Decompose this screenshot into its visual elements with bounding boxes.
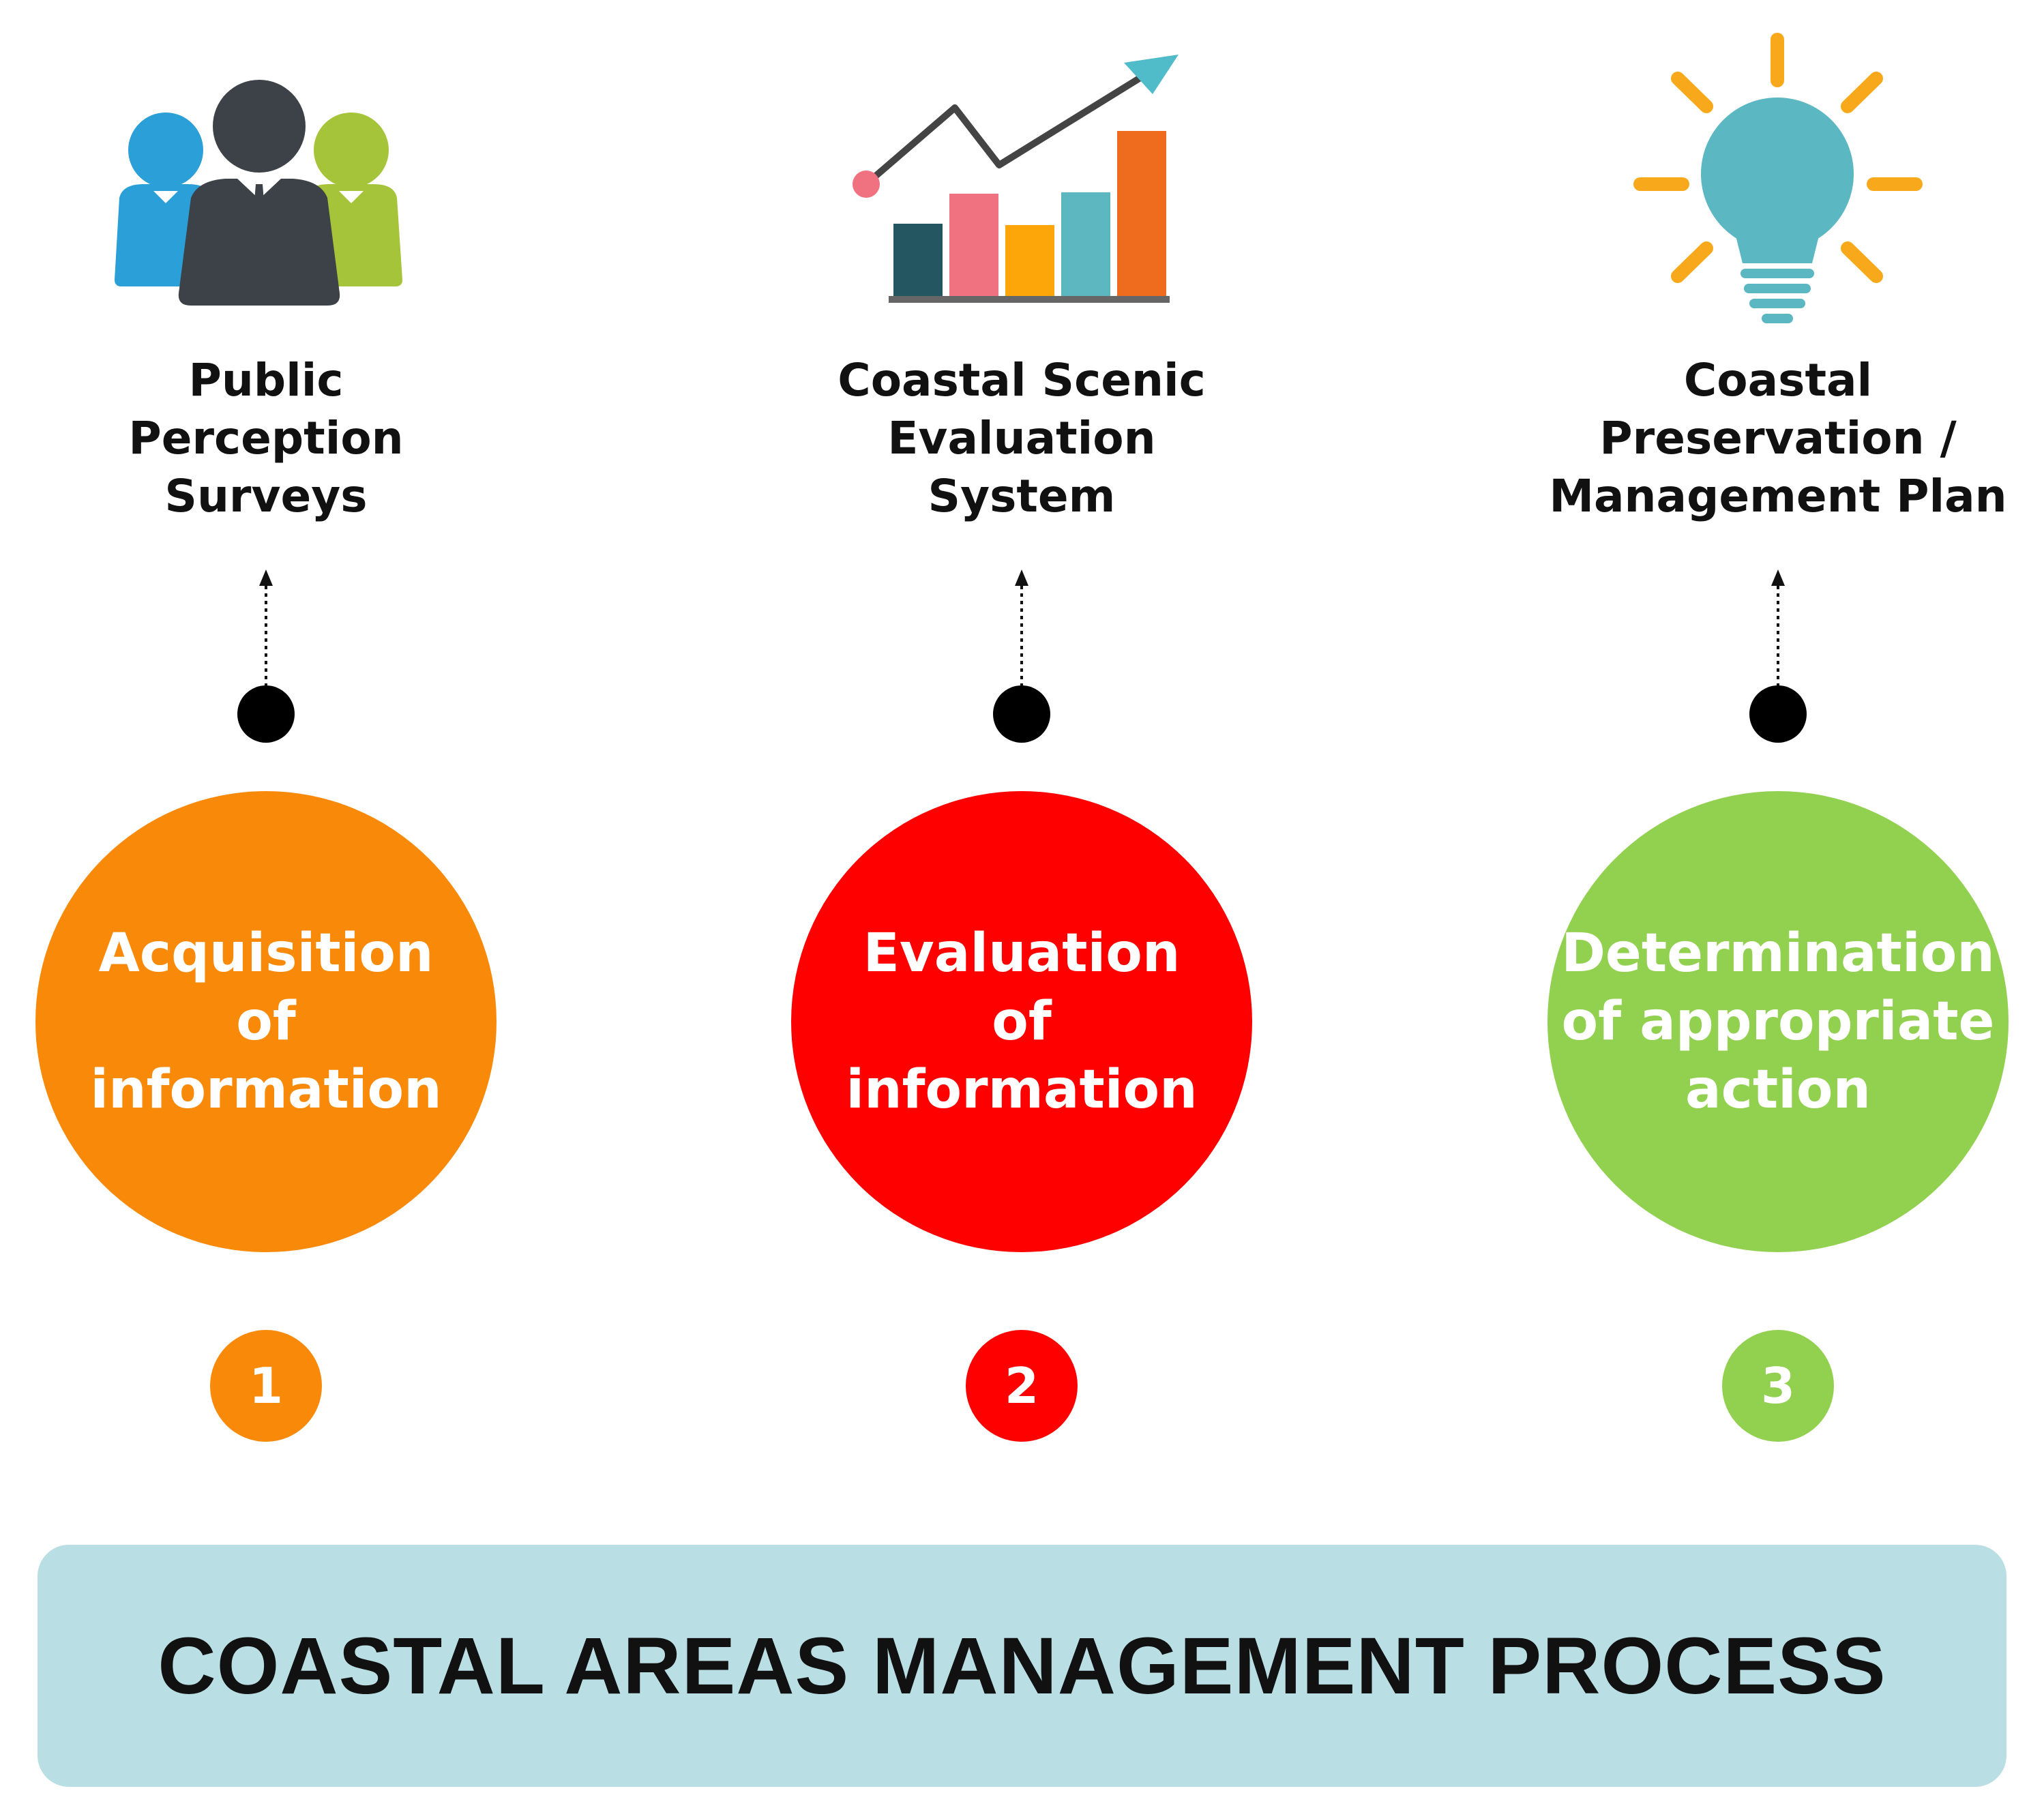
- step-caption: Coastal Scenic Evaluation System: [715, 351, 1329, 525]
- stage-line: Evaluation: [863, 923, 1181, 984]
- bar-chart-trend-icon: [715, 20, 1329, 327]
- caption-line: Perception: [128, 412, 404, 464]
- caption-line: Evaluation: [887, 412, 1156, 464]
- step-caption: Coastal Preservation / Management Plan: [1471, 351, 2044, 525]
- stage-circle: Evaluation of information: [791, 791, 1252, 1252]
- stage-line: of: [236, 991, 296, 1052]
- step-caption: Public Perception Surveys: [0, 351, 573, 525]
- caption-line: Management Plan: [1549, 470, 2007, 522]
- caption-line: Public: [188, 354, 344, 406]
- step-number-badge: 3: [1722, 1330, 1834, 1442]
- caption-line: Preservation /: [1599, 412, 1957, 464]
- step-2-column: Coastal Scenic Evaluation System Evaluat…: [715, 0, 1329, 1500]
- dotted-arrow-connector: [1737, 563, 1819, 747]
- dotted-arrow-connector: [225, 563, 307, 747]
- stage-circle: Acquisition of information: [35, 791, 497, 1252]
- dotted-arrow-connector: [981, 563, 1063, 747]
- stage-circle: Determination of appropriate action: [1547, 791, 2009, 1252]
- caption-line: System: [928, 470, 1116, 522]
- step-number-badge: 1: [210, 1330, 322, 1442]
- stage-line: Determination: [1561, 923, 1995, 984]
- caption-line: Coastal Scenic: [838, 354, 1206, 406]
- step-1-column: Public Perception Surveys Acquisition of…: [0, 0, 573, 1500]
- stage-line: Acquisition: [98, 923, 434, 984]
- caption-line: Surveys: [164, 470, 368, 522]
- process-title: COASTAL AREAS MANAGEMENT PROCESS: [158, 1620, 1886, 1711]
- stage-line: information: [90, 1059, 442, 1121]
- stage-line: information: [846, 1059, 1198, 1121]
- step-number-badge: 2: [966, 1330, 1078, 1442]
- process-title-banner: COASTAL AREAS MANAGEMENT PROCESS: [38, 1545, 2006, 1787]
- lightbulb-icon: [1471, 20, 2044, 327]
- step-3-column: Coastal Preservation / Management Plan D…: [1471, 0, 2044, 1500]
- caption-line: Coastal: [1683, 354, 1873, 406]
- stage-line: of appropriate: [1561, 991, 1995, 1052]
- stage-line: of: [992, 991, 1052, 1052]
- people-group-icon: [0, 20, 573, 327]
- stage-line: action: [1685, 1059, 1871, 1121]
